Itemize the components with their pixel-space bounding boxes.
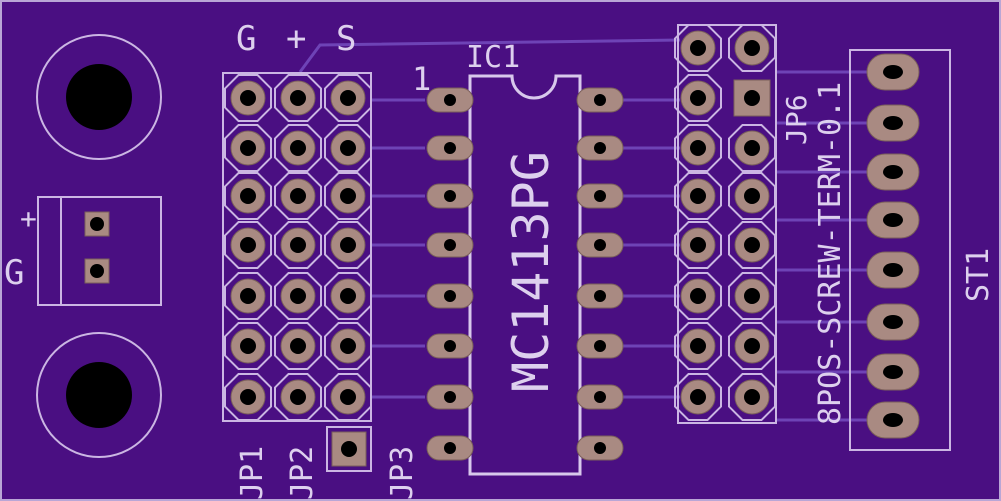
jp6-pin	[674, 221, 722, 269]
header-pin	[274, 221, 322, 269]
ic-pin	[426, 283, 474, 309]
screw-pad	[866, 401, 920, 439]
ic-pin	[576, 135, 624, 161]
screw-pad	[866, 251, 920, 289]
ic-pin	[426, 232, 474, 258]
jp6-pin	[728, 172, 776, 220]
ic-pin	[426, 333, 474, 359]
header-pin	[224, 322, 272, 370]
header-pin	[224, 74, 272, 122]
jp6-pin	[674, 74, 722, 122]
jp6-pin	[733, 79, 771, 117]
ic-pin	[426, 384, 474, 410]
ic-pin	[576, 333, 624, 359]
mounting-hole-bottom	[36, 332, 162, 458]
jp6-pin	[674, 373, 722, 421]
header-pin	[324, 373, 372, 421]
header-pin	[324, 322, 372, 370]
screw-term-label: 8POS-SCREW-TERM-0.1	[813, 82, 848, 425]
header-pin	[274, 373, 322, 421]
jp6-pin	[728, 124, 776, 172]
screw-pad	[866, 104, 920, 142]
header-pin	[324, 124, 372, 172]
header-g-label: G	[236, 19, 256, 59]
jp6-pin	[728, 373, 776, 421]
jp6-pin	[728, 221, 776, 269]
screw-pad	[866, 201, 920, 239]
screw-pad	[866, 303, 920, 341]
jp6-pin	[674, 172, 722, 220]
jp6-pin	[674, 24, 722, 72]
header-pin	[274, 74, 322, 122]
power-plus-label: +	[20, 202, 37, 235]
ic-pin	[576, 384, 624, 410]
ic-pin	[576, 87, 624, 113]
ic-pin	[576, 435, 624, 461]
ic-pin	[426, 435, 474, 461]
screw-terminal-pads	[866, 53, 920, 439]
header-pin	[324, 172, 372, 220]
header-pin	[274, 124, 322, 172]
screw-pad	[866, 153, 920, 191]
ic-pin	[576, 283, 624, 309]
jp6-pin	[728, 24, 776, 72]
pin-one-label: 1	[412, 60, 431, 98]
ic-part-label: MC1413PG	[502, 151, 560, 392]
header-pin	[324, 74, 372, 122]
jp6-pin	[674, 322, 722, 370]
header-pin-square	[326, 426, 372, 472]
jp6-header	[674, 24, 777, 424]
ic-pin	[426, 87, 474, 113]
header-pin	[274, 322, 322, 370]
jp1-label: JP1	[235, 446, 270, 500]
jp2-label: JP2	[285, 446, 320, 500]
jp6-pin	[674, 272, 722, 320]
header-pin	[324, 272, 372, 320]
screw-pad	[866, 353, 920, 391]
header-pin	[224, 221, 272, 269]
ic-pins	[426, 87, 624, 461]
header-plus-label: +	[286, 19, 306, 59]
jp6-label: JP6	[780, 94, 813, 145]
header-pin	[224, 172, 272, 220]
ic-pin	[576, 232, 624, 258]
power-g-label: G	[4, 253, 24, 293]
header-pin	[224, 272, 272, 320]
ic-pin	[426, 183, 474, 209]
left-headers	[222, 72, 372, 472]
screw-terminal	[849, 49, 951, 451]
ic-pin	[426, 135, 474, 161]
header-pin	[324, 221, 372, 269]
jp3-label: JP3	[385, 446, 420, 500]
mounting-hole-top	[36, 34, 162, 160]
jp6-pin	[728, 272, 776, 320]
ic-name-label: IC1	[466, 40, 520, 75]
header-pin	[274, 172, 322, 220]
header-pin	[224, 373, 272, 421]
jp6-pin	[728, 322, 776, 370]
ic-pin	[576, 183, 624, 209]
header-pin	[274, 272, 322, 320]
screw-pad	[866, 53, 920, 91]
power-connector	[37, 196, 162, 306]
traces	[298, 38, 870, 422]
header-s-label: S	[336, 19, 356, 59]
ic-outline	[468, 74, 582, 476]
header-pin	[224, 124, 272, 172]
jp6-pin	[674, 124, 722, 172]
st1-label: ST1	[961, 248, 996, 302]
